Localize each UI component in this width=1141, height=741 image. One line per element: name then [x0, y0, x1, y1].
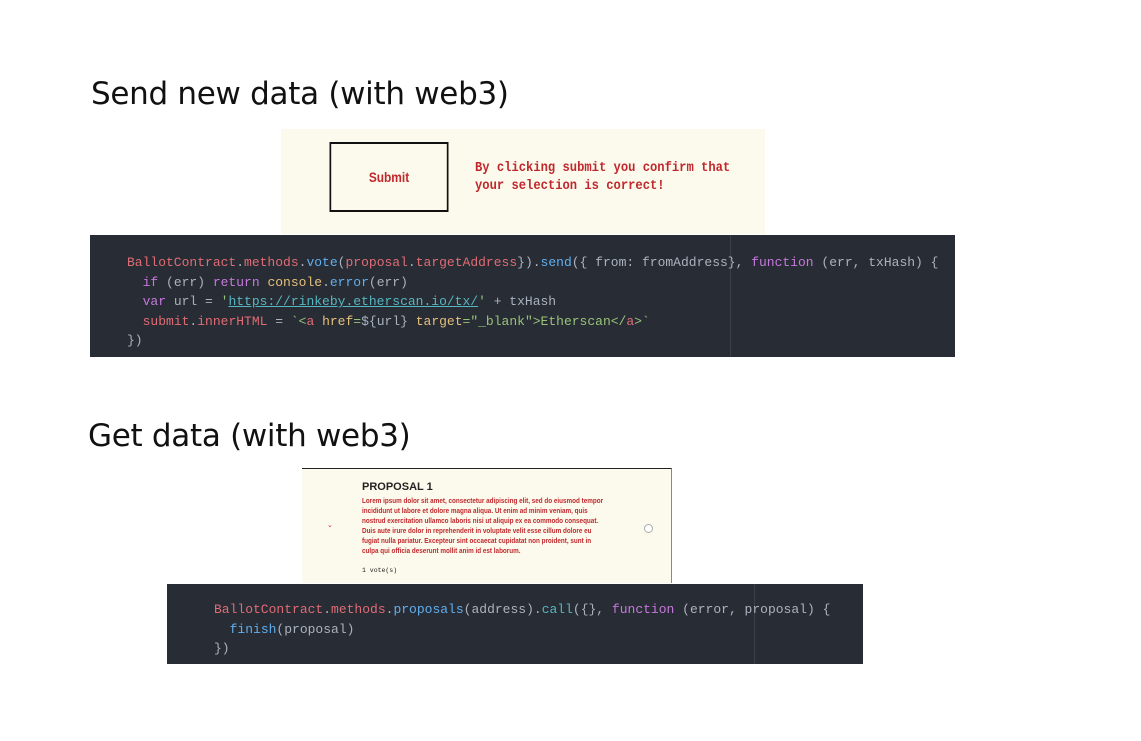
code-token: methods	[331, 602, 386, 617]
vote-count: 1 vote(s)	[362, 567, 398, 574]
code-token: return	[212, 274, 260, 290]
code-token: })	[214, 641, 230, 656]
code-token	[127, 314, 143, 329]
code-line: BallotContract.methods.proposals(address…	[214, 600, 830, 619]
submit-panel: Submit By clicking submit you confirm th…	[281, 129, 765, 234]
indent-guide	[730, 235, 731, 357]
code-token: ({ from: fromAddress},	[571, 255, 752, 270]
code-token: vote	[306, 255, 338, 270]
code-token: BallotContract	[214, 602, 324, 617]
code-line: })	[214, 639, 230, 658]
code-line: })	[127, 331, 143, 350]
code-token: methods	[244, 255, 299, 270]
code-token: innerHTML	[197, 313, 268, 329]
proposal-card: ⌄ PROPOSAL 1 Lorem ipsum dolor sit amet,…	[302, 468, 672, 583]
code-token: function	[611, 602, 675, 617]
code-token: (address).	[463, 602, 542, 617]
code-line: if (err) return console.error(err)	[127, 273, 408, 292]
proposal-title: PROPOSAL 1	[362, 481, 433, 493]
code-token: url =	[166, 294, 221, 309]
code-token: ${url}	[361, 313, 408, 329]
code-token: .	[322, 274, 330, 290]
submit-button[interactable]: Submit	[329, 142, 449, 212]
code-token: >`	[634, 313, 650, 329]
code-token: .	[236, 255, 245, 270]
code-token: var	[142, 294, 167, 309]
code-token: proposals	[393, 602, 464, 617]
code-token: (err)	[158, 274, 213, 290]
code-link[interactable]: https://rinkeby.etherscan.io/tx/	[228, 294, 479, 309]
code-token: call	[541, 602, 573, 617]
code-token: (	[337, 255, 346, 270]
code-token: (proposal)	[276, 621, 355, 637]
code-token: ({},	[572, 602, 612, 617]
code-token: submit	[142, 313, 190, 329]
code-line: var url = 'https://rinkeby.etherscan.io/…	[127, 292, 557, 311]
code-token: error	[329, 274, 369, 290]
code-token: .	[189, 313, 198, 329]
code-token: =	[267, 313, 291, 329]
code-token: BallotContract	[127, 255, 237, 270]
code-token: '	[220, 294, 229, 309]
code-token: (err)	[368, 274, 408, 290]
code-token: .	[298, 255, 307, 270]
code-token: }).	[517, 255, 541, 270]
chevron-down-icon[interactable]: ⌄	[327, 521, 333, 529]
code-token: .	[385, 602, 394, 617]
code-token: '	[478, 294, 486, 309]
code-token: + txHash	[485, 294, 557, 309]
code-token: a	[626, 313, 635, 329]
radio-icon[interactable]	[644, 524, 653, 533]
code-token: href	[314, 313, 354, 329]
code-token: console	[267, 274, 323, 290]
code-token: finish	[229, 621, 277, 637]
code-line: submit.innerHTML = `<a href=${url} targe…	[127, 312, 650, 331]
confirm-text: By clicking submit you confirm that your…	[475, 161, 731, 194]
code-block-get: BallotContract.methods.proposals(address…	[167, 584, 863, 664]
code-token: if	[142, 274, 159, 290]
code-token: `<	[290, 313, 307, 329]
code-line: finish(proposal)	[214, 620, 355, 639]
proposal-description: Lorem ipsum dolor sit amet, consectetur …	[362, 496, 604, 555]
code-token: send	[540, 255, 572, 270]
code-token: proposal	[345, 255, 408, 270]
indent-guide	[754, 584, 755, 664]
get-section-heading: Get data (with web3)	[88, 418, 411, 454]
code-token	[127, 294, 143, 309]
code-token	[127, 275, 143, 290]
code-token: (error, proposal) {	[674, 602, 831, 617]
code-token: ="_blank">Etherscan</	[462, 313, 627, 329]
code-token: .	[323, 602, 332, 617]
code-token: targetAddress	[415, 255, 518, 270]
code-token: (err, txHash) {	[813, 255, 939, 270]
code-token: function	[751, 255, 814, 270]
code-token	[214, 622, 230, 637]
code-token: .	[407, 255, 416, 270]
code-token: a	[306, 313, 315, 329]
code-token: })	[127, 333, 143, 348]
code-block-send: BallotContract.methods.vote(proposal.tar…	[90, 235, 955, 357]
code-line: BallotContract.methods.vote(proposal.tar…	[127, 253, 938, 272]
code-token: =	[353, 313, 362, 329]
code-token: target	[407, 313, 463, 329]
send-section-heading: Send new data (with web3)	[91, 76, 509, 112]
